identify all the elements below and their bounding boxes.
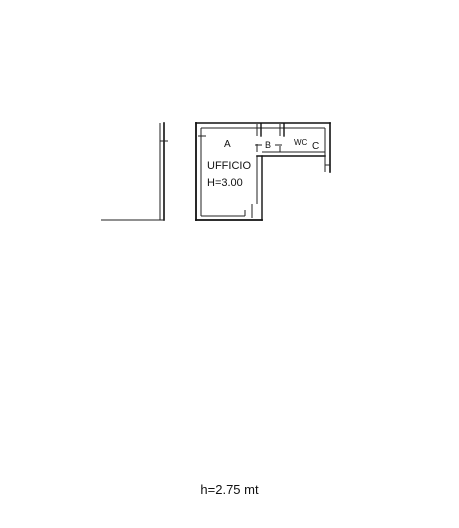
label-b-group: B <box>255 140 282 150</box>
label-a: A <box>224 139 231 150</box>
room-title: UFFICIO <box>207 160 251 172</box>
office-room-walls <box>195 122 331 221</box>
adjacent-building-outline <box>101 122 168 221</box>
label-c: C <box>312 141 319 152</box>
label-wc: WC <box>294 138 308 147</box>
room-height: H=3.00 <box>207 177 243 189</box>
label-b: B <box>265 140 271 150</box>
floor-height-note: h=2.75 mt <box>200 482 259 497</box>
wc-wing-walls <box>256 122 331 173</box>
